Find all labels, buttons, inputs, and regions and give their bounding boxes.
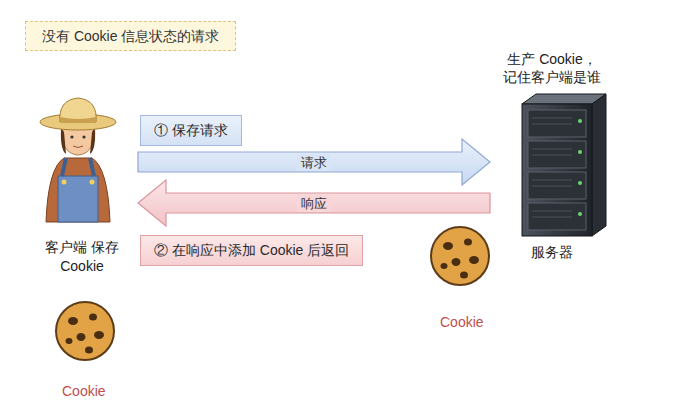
cookie-label: Cookie [62, 382, 106, 400]
step-box: ① 保存请求 [140, 115, 242, 146]
farmer-illustration-part [62, 180, 67, 185]
farmer-illustration [40, 98, 116, 222]
server-illustration-part [592, 94, 606, 236]
cookie-illustration-part [469, 256, 479, 264]
cookie-illustration-part [441, 263, 448, 269]
title-box: 没有 Cookie 信息状态的请求 [25, 21, 236, 51]
cookie-illustration [56, 302, 114, 360]
block-arrow [138, 180, 490, 226]
step-text: ② 在响应中添加 Cookie 后返回 [154, 241, 349, 260]
cookie-illustration-part [460, 272, 468, 279]
cookie-illustration-part [464, 239, 472, 246]
client-node: 客户端 保存 Cookie [26, 98, 138, 288]
server-illustration-part [522, 104, 592, 236]
server-illustration-part [578, 181, 582, 185]
farmer-illustration-part [58, 176, 98, 222]
client-label: 客户端 保存 Cookie [38, 238, 126, 276]
cookie-illustration-part [66, 338, 73, 344]
cookie-illustration-part [431, 227, 489, 285]
server-illustration-part [578, 150, 582, 154]
server-illustration [522, 94, 606, 236]
farmer-illustration-part [60, 117, 96, 123]
cookie-illustration-part [443, 242, 453, 250]
cookie-illustration-part [68, 317, 78, 325]
farmer-illustration-part [73, 146, 83, 148]
step-text: ① 保存请求 [154, 121, 228, 140]
farmer-illustration-part [70, 135, 73, 138]
cookie-illustration [431, 227, 489, 285]
server-illustration-part [578, 119, 582, 123]
cookie-illustration-part [77, 333, 86, 341]
cookie-illustration-part [56, 302, 114, 360]
farmer-illustration-part [62, 158, 94, 176]
server-illustration-part [532, 118, 572, 217]
step-box: ② 在响应中添加 Cookie 后返回 [140, 235, 363, 266]
cookie-illustration-part [94, 331, 104, 339]
cookie-label: Cookie [440, 313, 484, 331]
server-node: 生产 Cookie， 记住客户端是谁服务器 [490, 48, 614, 266]
server-illustration-part [578, 212, 582, 216]
cookie-illustration-part [452, 258, 461, 266]
arrow-label: 请求 [297, 154, 331, 171]
farmer-illustration-part [60, 98, 96, 122]
server-note: 生产 Cookie， 记住客户端是谁 [490, 50, 614, 86]
arrow-label: 响应 [297, 195, 331, 212]
server-label: 服务器 [490, 243, 614, 262]
farmer-illustration-part [90, 180, 95, 185]
farmer-illustration-part [90, 128, 95, 154]
farmer-illustration-part [46, 158, 110, 222]
title-text: 没有 Cookie 信息状态的请求 [42, 27, 219, 45]
cookie-illustration-part [89, 314, 97, 321]
cookie-illustration-part [85, 347, 93, 354]
farmer-illustration-part [82, 135, 85, 138]
farmer-illustration-part [61, 128, 66, 154]
